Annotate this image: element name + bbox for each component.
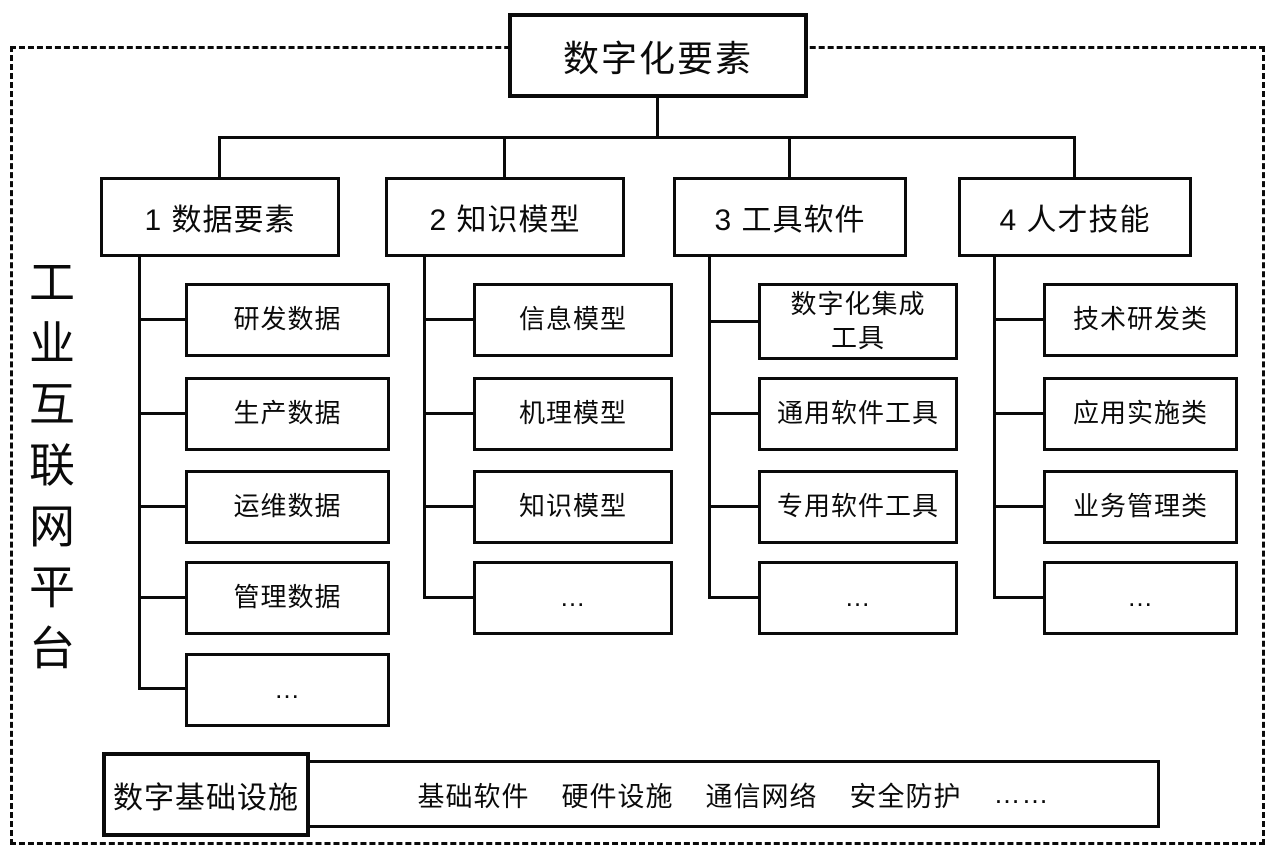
child-node: … xyxy=(758,561,958,635)
connector-col3-stub-3 xyxy=(708,505,758,508)
connector-col2-stub-4 xyxy=(423,596,473,599)
connector-col3-vertical xyxy=(708,255,711,598)
connector-col1-stub-3 xyxy=(138,505,185,508)
connector-drop-branch-1 xyxy=(218,136,221,177)
branch-node-knowledge: 2 知识模型 xyxy=(385,177,625,257)
child-node: … xyxy=(1043,561,1238,635)
connector-drop-branch-4 xyxy=(1073,136,1076,177)
infra-item: 安全防护 xyxy=(849,781,962,812)
connector-col2-stub-2 xyxy=(423,412,473,415)
infrastructure-strip: 基础软件 硬件设施 通信网络 安全防护 …… xyxy=(307,760,1160,828)
child-node: 知识模型 xyxy=(473,470,673,544)
platform-label: 工业互联网平台 xyxy=(23,258,75,685)
connector-col2-vertical xyxy=(423,255,426,598)
connector-branch-horizontal xyxy=(218,136,1076,139)
child-node: 应用实施类 xyxy=(1043,377,1238,451)
infra-item: …… xyxy=(993,778,1050,809)
branch-node-talent: 4 人才技能 xyxy=(958,177,1192,257)
connector-col4-vertical xyxy=(993,255,996,598)
connector-col4-stub-3 xyxy=(993,505,1043,508)
connector-col2-stub-3 xyxy=(423,505,473,508)
child-node: 运维数据 xyxy=(185,470,390,544)
child-node: 生产数据 xyxy=(185,377,390,451)
connector-drop-branch-3 xyxy=(788,136,791,177)
connector-col1-stub-5 xyxy=(138,687,185,690)
connector-col3-stub-4 xyxy=(708,596,758,599)
connector-col4-stub-1 xyxy=(993,318,1043,321)
child-node: 专用软件工具 xyxy=(758,470,958,544)
child-node: 信息模型 xyxy=(473,283,673,357)
branch-node-tools: 3 工具软件 xyxy=(673,177,907,257)
root-node: 数字化要素 xyxy=(508,13,808,98)
connector-col1-stub-4 xyxy=(138,596,185,599)
child-node: 技术研发类 xyxy=(1043,283,1238,357)
connector-col4-stub-2 xyxy=(993,412,1043,415)
connector-root-vertical xyxy=(656,98,659,138)
connector-col4-stub-4 xyxy=(993,596,1043,599)
connector-col1-vertical xyxy=(138,255,141,690)
child-node: … xyxy=(185,653,390,727)
child-node: 业务管理类 xyxy=(1043,470,1238,544)
child-node: 数字化集成 工具 xyxy=(758,283,958,360)
connector-drop-branch-2 xyxy=(503,136,506,177)
infrastructure-label-node: 数字基础设施 xyxy=(102,752,310,837)
infra-item: 硬件设施 xyxy=(561,781,674,812)
child-node: 机理模型 xyxy=(473,377,673,451)
child-node: 通用软件工具 xyxy=(758,377,958,451)
branch-node-data: 1 数据要素 xyxy=(100,177,340,257)
connector-col1-stub-1 xyxy=(138,318,185,321)
child-node: 管理数据 xyxy=(185,561,390,635)
connector-col2-stub-1 xyxy=(423,318,473,321)
connector-col3-stub-1 xyxy=(708,320,758,323)
child-node: … xyxy=(473,561,673,635)
infra-item: 基础软件 xyxy=(417,781,530,812)
infra-item: 通信网络 xyxy=(705,781,818,812)
connector-col1-stub-2 xyxy=(138,412,185,415)
child-node: 研发数据 xyxy=(185,283,390,357)
connector-col3-stub-2 xyxy=(708,412,758,415)
